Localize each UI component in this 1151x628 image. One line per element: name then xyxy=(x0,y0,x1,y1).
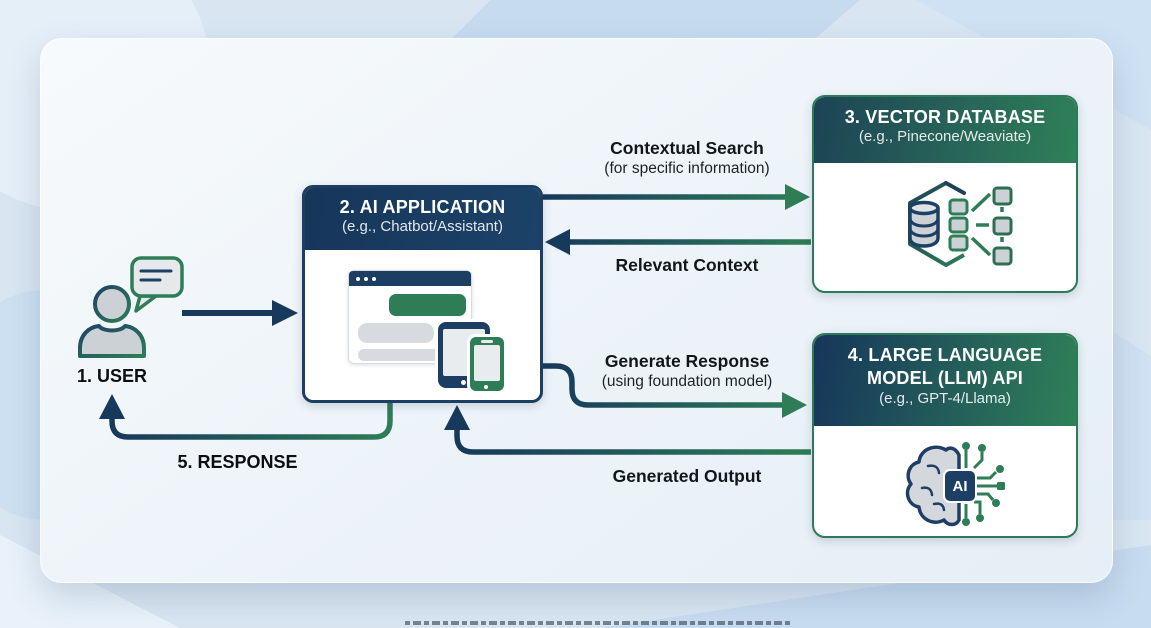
node-llm-api: 4. LARGE LANGUAGE MODEL (LLM) API (e.g.,… xyxy=(812,333,1078,538)
llm-api-title: 4. LARGE LANGUAGE MODEL (LLM) API xyxy=(847,345,1043,388)
contextual-search-note: (for specific information) xyxy=(604,160,770,177)
chat-bubble-gray xyxy=(358,323,434,343)
user-label: 1. USER xyxy=(76,366,148,386)
arrow-response xyxy=(99,394,393,440)
generated-output-title: Generated Output xyxy=(612,466,762,486)
chat-bubble-green xyxy=(389,294,466,316)
ai-application-subtitle: (e.g., Chatbot/Assistant) xyxy=(342,218,503,235)
vector-database-icon xyxy=(908,181,1013,267)
ai-chip-label: AI xyxy=(953,478,968,495)
chat-window-icon xyxy=(348,270,472,364)
llm-api-subtitle: (e.g., GPT-4/Llama) xyxy=(879,390,1011,407)
vector-database-title: 3. VECTOR DATABASE xyxy=(844,107,1046,127)
relevant-context-label: Relevant Context xyxy=(572,255,802,276)
ai-application-title: 2. AI APPLICATION xyxy=(339,197,506,217)
vector-database-header: 3. VECTOR DATABASE (e.g., Pinecone/Weavi… xyxy=(814,97,1076,163)
generate-response-label: Generate Response (using foundation mode… xyxy=(562,351,812,391)
database-cylinder-icon xyxy=(908,200,940,248)
generated-output-label: Generated Output xyxy=(572,466,802,487)
tablet-home-button xyxy=(461,380,466,385)
browser-dot xyxy=(364,276,368,281)
ai-application-header: 2. AI APPLICATION (e.g., Chatbot/Assista… xyxy=(305,188,540,250)
phone-screen xyxy=(474,345,500,381)
arrow-generate-response xyxy=(543,363,807,418)
generate-response-title: Generate Response xyxy=(604,351,770,371)
arrow-relevant-context xyxy=(545,229,811,255)
arrow-user-to-app xyxy=(182,300,298,326)
phone-icon xyxy=(470,337,504,391)
relevant-context-title: Relevant Context xyxy=(615,255,759,275)
generate-response-note: (using foundation model) xyxy=(601,373,773,390)
speech-bubble-icon xyxy=(130,256,184,313)
circuit-traces xyxy=(964,450,998,518)
vector-database-subtitle: (e.g., Pinecone/Weaviate) xyxy=(858,128,1032,145)
browser-titlebar xyxy=(349,271,471,286)
circuit-nodes xyxy=(962,442,1005,526)
arrow-contextual-search xyxy=(543,184,810,210)
chat-bubble-gray xyxy=(358,349,440,361)
node-vector-database: 3. VECTOR DATABASE (e.g., Pinecone/Weavi… xyxy=(812,95,1078,293)
browser-dot xyxy=(372,276,376,281)
llm-api-header: 4. LARGE LANGUAGE MODEL (LLM) API (e.g.,… xyxy=(814,335,1076,426)
contextual-search-title: Contextual Search xyxy=(610,138,764,158)
node-ai-application: 2. AI APPLICATION (e.g., Chatbot/Assista… xyxy=(302,185,543,403)
user-icon xyxy=(78,285,146,358)
phone-speaker xyxy=(481,340,493,343)
response-label: 5. RESPONSE xyxy=(177,452,298,472)
contextual-search-label: Contextual Search (for specific informat… xyxy=(567,138,807,178)
arrow-generated-output xyxy=(444,405,811,455)
ai-brain-chip-icon: AI xyxy=(905,442,1005,527)
fine-print-strip xyxy=(405,621,790,625)
phone-home-button xyxy=(484,385,488,389)
browser-dot xyxy=(356,276,360,281)
